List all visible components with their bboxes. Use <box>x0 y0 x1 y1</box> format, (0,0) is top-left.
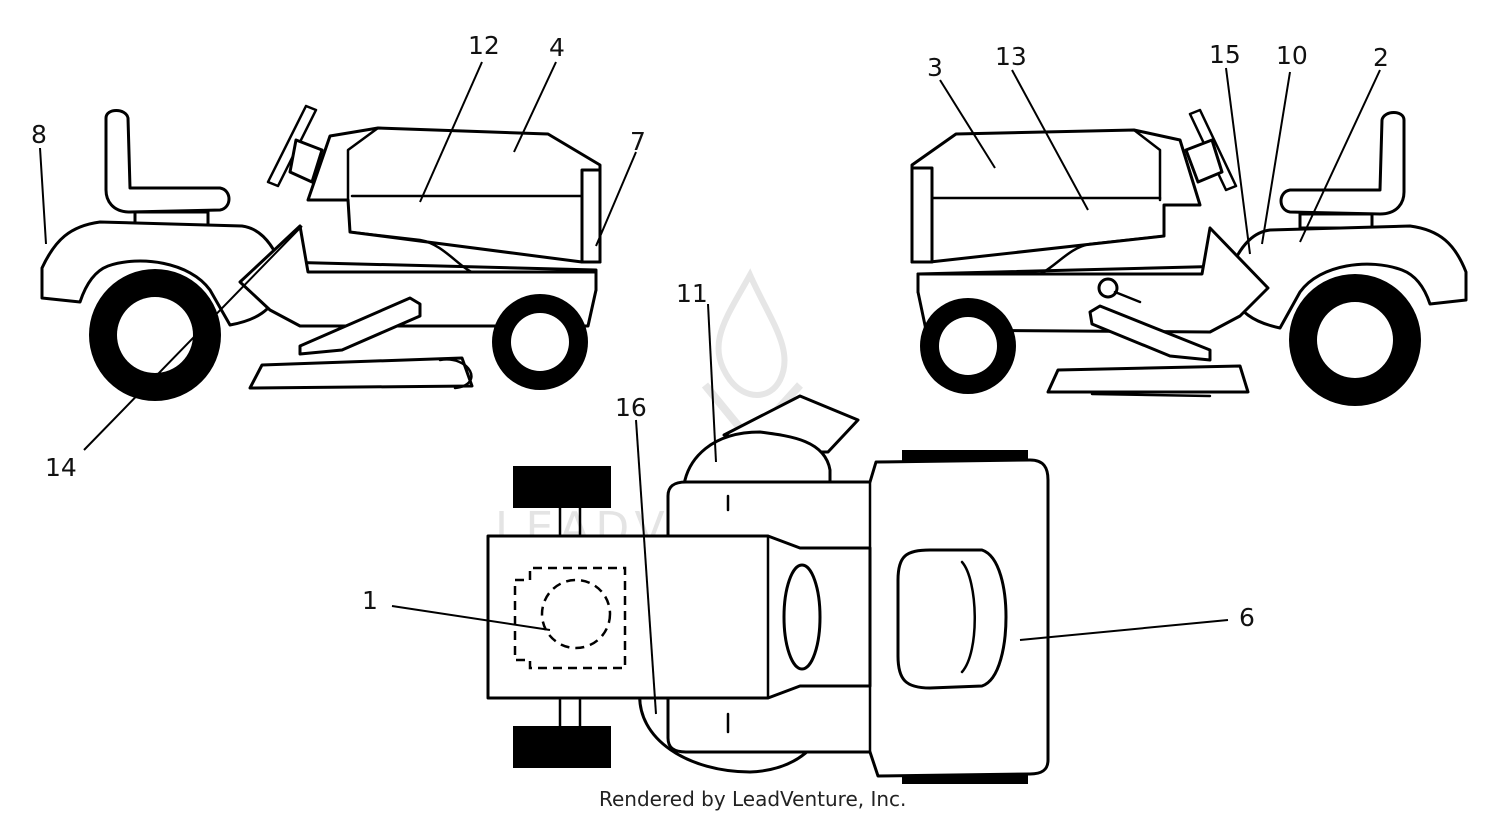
leader-8 <box>39 147 47 245</box>
callout-4: 4 <box>549 33 565 62</box>
front-hub-right <box>939 317 997 375</box>
grille-right <box>910 166 934 264</box>
leader-2 <box>1299 69 1381 243</box>
callout-13: 13 <box>995 42 1027 71</box>
front-wheel-top-lower <box>513 726 611 768</box>
callout-11: 11 <box>676 279 708 308</box>
frame-left <box>238 224 598 328</box>
footrest-left <box>298 296 422 356</box>
callout-12: 12 <box>468 31 500 60</box>
callout-7: 7 <box>630 127 646 156</box>
seat-left <box>104 109 231 214</box>
callout-10: 10 <box>1276 41 1308 70</box>
front-axles-top <box>558 503 582 730</box>
seat-top <box>896 548 1008 690</box>
lift-lever-right <box>1113 290 1142 304</box>
callout-15: 15 <box>1209 40 1241 69</box>
leader-lines <box>39 61 1381 715</box>
footrest-right <box>1088 304 1212 362</box>
leader-16 <box>635 419 657 715</box>
seat-back-top <box>960 560 976 674</box>
callout-6: 6 <box>1239 603 1255 632</box>
front-hub-left <box>511 313 569 371</box>
callout-16: 16 <box>615 393 647 422</box>
steering-column-right <box>1184 138 1224 184</box>
hood-side-line-right <box>1132 128 1162 202</box>
deck-edge-right <box>1090 392 1212 398</box>
callout-2: 2 <box>1373 43 1389 72</box>
leader-14 <box>83 225 303 451</box>
rear-hub-left <box>117 297 193 373</box>
leader-4 <box>513 61 557 153</box>
steering-wheel-top <box>782 563 822 671</box>
callout-1: 1 <box>362 586 378 615</box>
callout-3: 3 <box>927 53 943 82</box>
leader-6 <box>1019 619 1229 641</box>
hood-side-line-left <box>346 126 380 202</box>
leader-3 <box>939 79 996 169</box>
leader-13 <box>1011 69 1089 211</box>
grille-left <box>580 168 602 264</box>
leader-10 <box>1261 71 1291 245</box>
lift-knob-right <box>1097 277 1119 299</box>
engine-outline-top <box>513 566 627 670</box>
leader-15 <box>1225 67 1251 255</box>
leader-12 <box>419 61 483 203</box>
steering-column-left <box>288 138 324 184</box>
callout-8: 8 <box>31 120 47 149</box>
front-wheel-top-upper <box>513 466 611 508</box>
tractor-right-side-view <box>910 108 1468 406</box>
tractor-left-side-view <box>40 104 602 401</box>
callout-labels: 12 4 7 8 14 3 13 15 10 2 11 16 1 6 <box>31 31 1389 632</box>
leader-11 <box>707 303 717 463</box>
mower-deck-left <box>248 356 474 390</box>
leader-1 <box>391 605 551 631</box>
rendered-by-credit: Rendered by LeadVenture, Inc. <box>599 787 906 811</box>
tractor-top-view <box>486 394 1050 784</box>
deck-chute-left <box>438 358 473 390</box>
seat-right <box>1279 111 1406 216</box>
engine-cap-outline-top <box>540 578 612 650</box>
leader-7 <box>595 151 637 247</box>
rear-hub-right <box>1317 302 1393 378</box>
callout-14: 14 <box>45 453 77 482</box>
mower-deck-right <box>1046 364 1250 394</box>
hood-top <box>486 534 872 700</box>
